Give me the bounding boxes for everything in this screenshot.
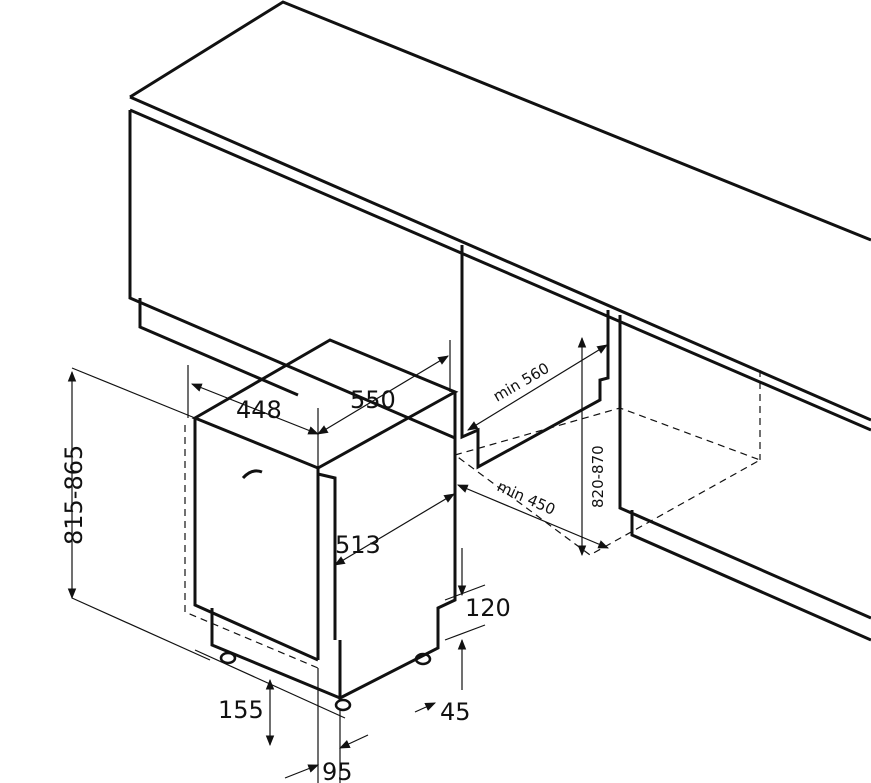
depth-label: 550 [350, 386, 396, 414]
dimension-lines [67, 336, 609, 783]
plinth-depth-label: 155 [218, 696, 264, 724]
right-cabinet [618, 315, 871, 642]
foot-height-label: 45 [440, 698, 471, 726]
niche-depth-label: min 560 [490, 359, 552, 405]
countertop [129, 0, 871, 432]
niche-height-label: 820-870 [589, 445, 607, 508]
width-label: 448 [236, 396, 282, 424]
plinth-height-label: 120 [465, 594, 511, 622]
niche-width-label: min 450 [494, 477, 558, 519]
height-label: 815-865 [60, 445, 88, 545]
dishwasher [184, 338, 459, 712]
left-cabinet [128, 110, 456, 440]
door-offset-label: 95 [322, 758, 353, 783]
door-depth-label: 513 [335, 531, 381, 559]
